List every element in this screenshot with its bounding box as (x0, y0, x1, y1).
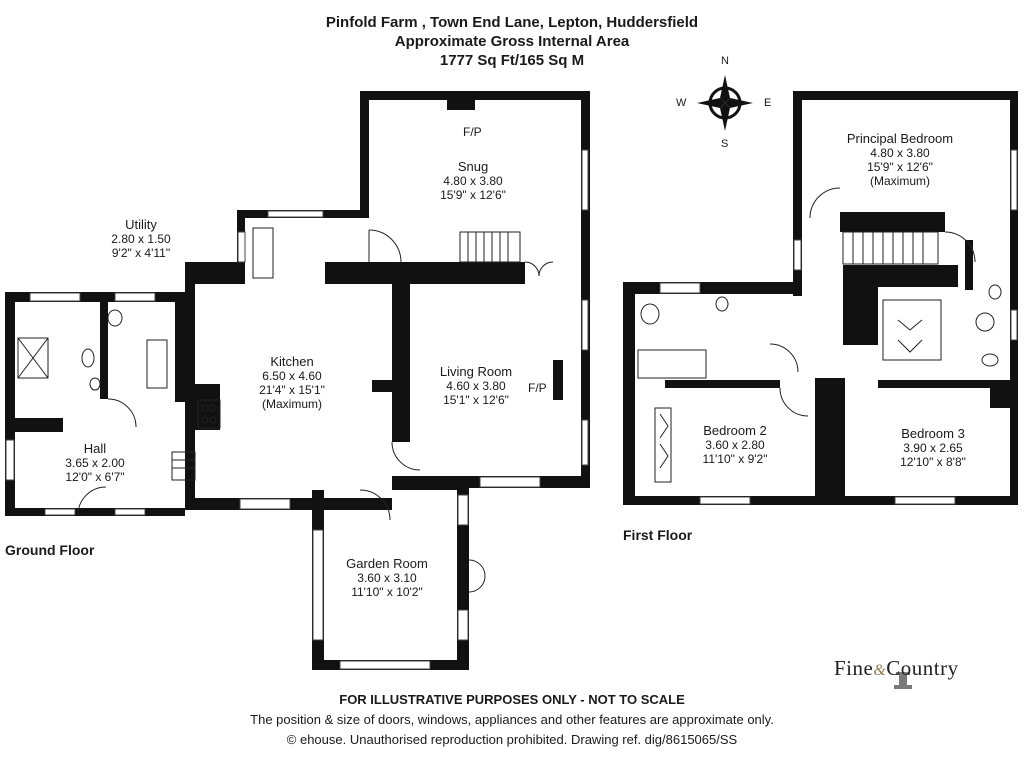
room-label-bed3: Bedroom 3 3.90 x 2.65 12'10" x 8'8" (900, 426, 966, 470)
fixtures (17, 227, 1002, 483)
compass-rose-icon (697, 75, 753, 131)
room-label-hall: Hall 3.65 x 2.00 12'0" x 6'7" (65, 441, 125, 485)
room-metric: 6.50 x 4.60 (262, 369, 322, 383)
room-name: Bedroom 3 (901, 426, 965, 441)
room-metric: 3.90 x 2.65 (903, 441, 963, 455)
ground-floor-label: Ground Floor (5, 542, 95, 558)
living-fireplace-label: F/P (528, 381, 547, 395)
room-label-garden: Garden Room 3.60 x 3.10 11'10" x 10'2" (346, 556, 428, 600)
fine-and-country-logo: Fine&Country (834, 656, 959, 681)
room-name: Garden Room (346, 556, 428, 571)
room-name: Snug (457, 159, 489, 174)
snug-fireplace (447, 100, 475, 110)
room-imperial: 9'2" x 4'11" (111, 246, 171, 260)
compass-w: W (676, 97, 687, 109)
room-note: (Maximum) (870, 174, 930, 188)
room-name: Kitchen (270, 354, 314, 369)
room-label-bed2: Bedroom 2 3.60 x 2.80 11'10" x 9'2" (702, 423, 768, 467)
room-name: Utility (125, 217, 157, 232)
snug-fireplace-label: F/P (463, 125, 482, 139)
approximation-note: The position & size of doors, windows, a… (250, 712, 774, 727)
room-metric: 3.60 x 3.10 (357, 571, 417, 585)
room-name: Hall (83, 441, 107, 456)
logo-ampersand: & (873, 662, 887, 679)
room-note: (Maximum) (262, 397, 322, 411)
room-imperial: 11'10" x 9'2" (702, 452, 768, 466)
disclaimer: FOR ILLUSTRATIVE PURPOSES ONLY - NOT TO … (339, 692, 685, 707)
room-imperial: 12'0" x 6'7" (65, 470, 125, 484)
door-swings (77, 187, 976, 593)
logo-pillar-icon (894, 672, 912, 689)
living-fireplace (553, 360, 563, 400)
room-imperial: 15'9" x 12'6" (440, 188, 506, 202)
room-imperial: 15'1" x 12'6" (443, 393, 509, 407)
compass-s: S (721, 138, 729, 150)
room-metric: 2.80 x 1.50 (111, 232, 171, 246)
room-label-snug: Snug 4.80 x 3.80 15'9" x 12'6" (440, 159, 506, 203)
room-imperial: 12'10" x 8'8" (900, 455, 966, 469)
room-label-living: Living Room 4.60 x 3.80 15'1" x 12'6" (439, 364, 513, 408)
area-value: 1777 Sq Ft/165 Sq M (439, 52, 585, 69)
room-label-kitchen: Kitchen 6.50 x 4.60 21'4" x 15'1" (Maxim… (259, 354, 325, 412)
stairs (171, 231, 939, 481)
room-metric: 4.80 x 3.80 (870, 146, 930, 160)
room-name: Principal Bedroom (846, 131, 954, 146)
compass-n: N (721, 55, 729, 67)
room-metric: 3.65 x 2.00 (65, 456, 125, 470)
area-label: Approximate Gross Internal Area (394, 33, 630, 50)
room-metric: 4.60 x 3.80 (446, 379, 506, 393)
logo-text-left: Fine (834, 656, 874, 680)
room-imperial: 21'4" x 15'1" (259, 383, 325, 397)
room-imperial: 11'10" x 10'2" (351, 585, 423, 599)
room-metric: 4.80 x 3.80 (443, 174, 503, 188)
room-imperial: 15'9" x 12'6" (867, 160, 933, 174)
room-name: Bedroom 2 (703, 423, 767, 438)
compass-e: E (764, 97, 772, 109)
room-name: Living Room (439, 364, 513, 379)
room-label-utility: Utility 2.80 x 1.50 9'2" x 4'11" (111, 217, 171, 261)
first-floor-label: First Floor (623, 527, 693, 543)
logo-text-right: Country (886, 656, 959, 680)
room-metric: 3.60 x 2.80 (705, 438, 765, 452)
plan-title: Pinfold Farm , Town End Lane, Lepton, Hu… (325, 14, 699, 31)
copyright-note: © ehouse. Unauthorised reproduction proh… (286, 732, 738, 747)
room-label-principal: Principal Bedroom 4.80 x 3.80 15'9" x 12… (846, 131, 954, 189)
